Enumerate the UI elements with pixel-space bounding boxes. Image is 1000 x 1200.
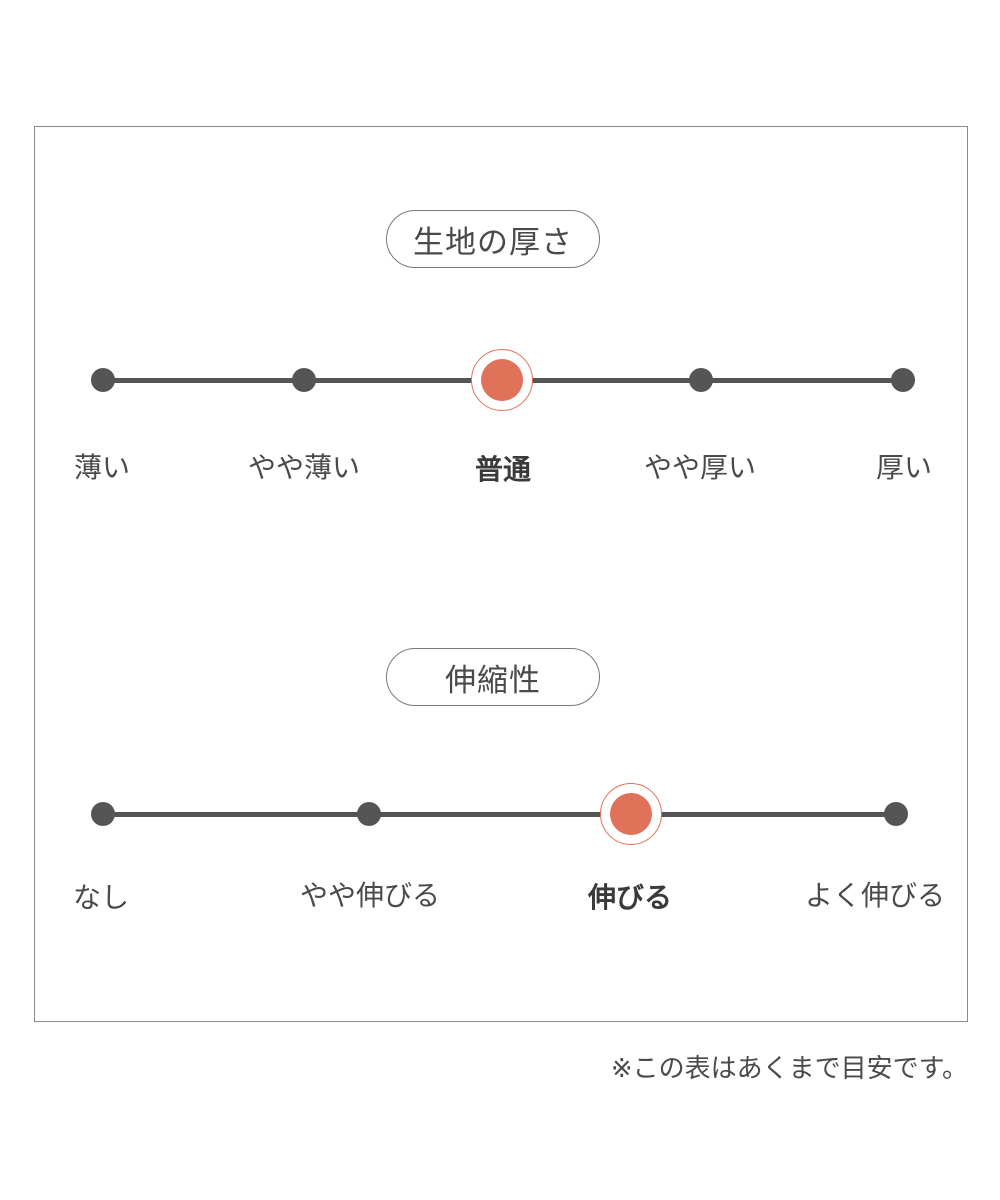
stretch-track (103, 812, 896, 817)
stretch-label-very: よく伸びる (804, 879, 945, 912)
thickness-dot-thick (891, 368, 915, 392)
stretch-label-slightly: やや伸びる (299, 879, 440, 912)
stretch-dot-slightly (357, 802, 381, 826)
thickness-section: 生地の厚さ 薄い やや薄い 普通 やや厚い 厚い (0, 210, 1000, 510)
spec-frame (34, 126, 968, 1022)
thickness-label-slightly-thick: やや厚い (643, 451, 756, 484)
stretch-selected-marker (610, 793, 652, 835)
stretch-section: 伸縮性 なし やや伸びる 伸びる よく伸びる (0, 648, 1000, 928)
thickness-label-thick: 厚い (875, 451, 932, 484)
thickness-dot-slightly-thin (292, 368, 316, 392)
thickness-title: 生地の厚さ (386, 210, 600, 268)
thickness-dot-thin (91, 368, 115, 392)
stretch-label-stretch: 伸びる (587, 881, 672, 914)
disclaimer-note: ※この表はあくまで目安です。 (610, 1054, 968, 1084)
stretch-title: 伸縮性 (386, 648, 600, 706)
thickness-selected-marker (481, 359, 523, 401)
thickness-label-normal: 普通 (474, 453, 531, 486)
thickness-dot-slightly-thick (689, 368, 713, 392)
stretch-label-none: なし (72, 881, 129, 914)
thickness-label-slightly-thin: やや薄い (247, 451, 360, 484)
stretch-dot-none (91, 802, 115, 826)
thickness-label-thin: 薄い (73, 451, 130, 484)
stretch-dot-very (884, 802, 908, 826)
